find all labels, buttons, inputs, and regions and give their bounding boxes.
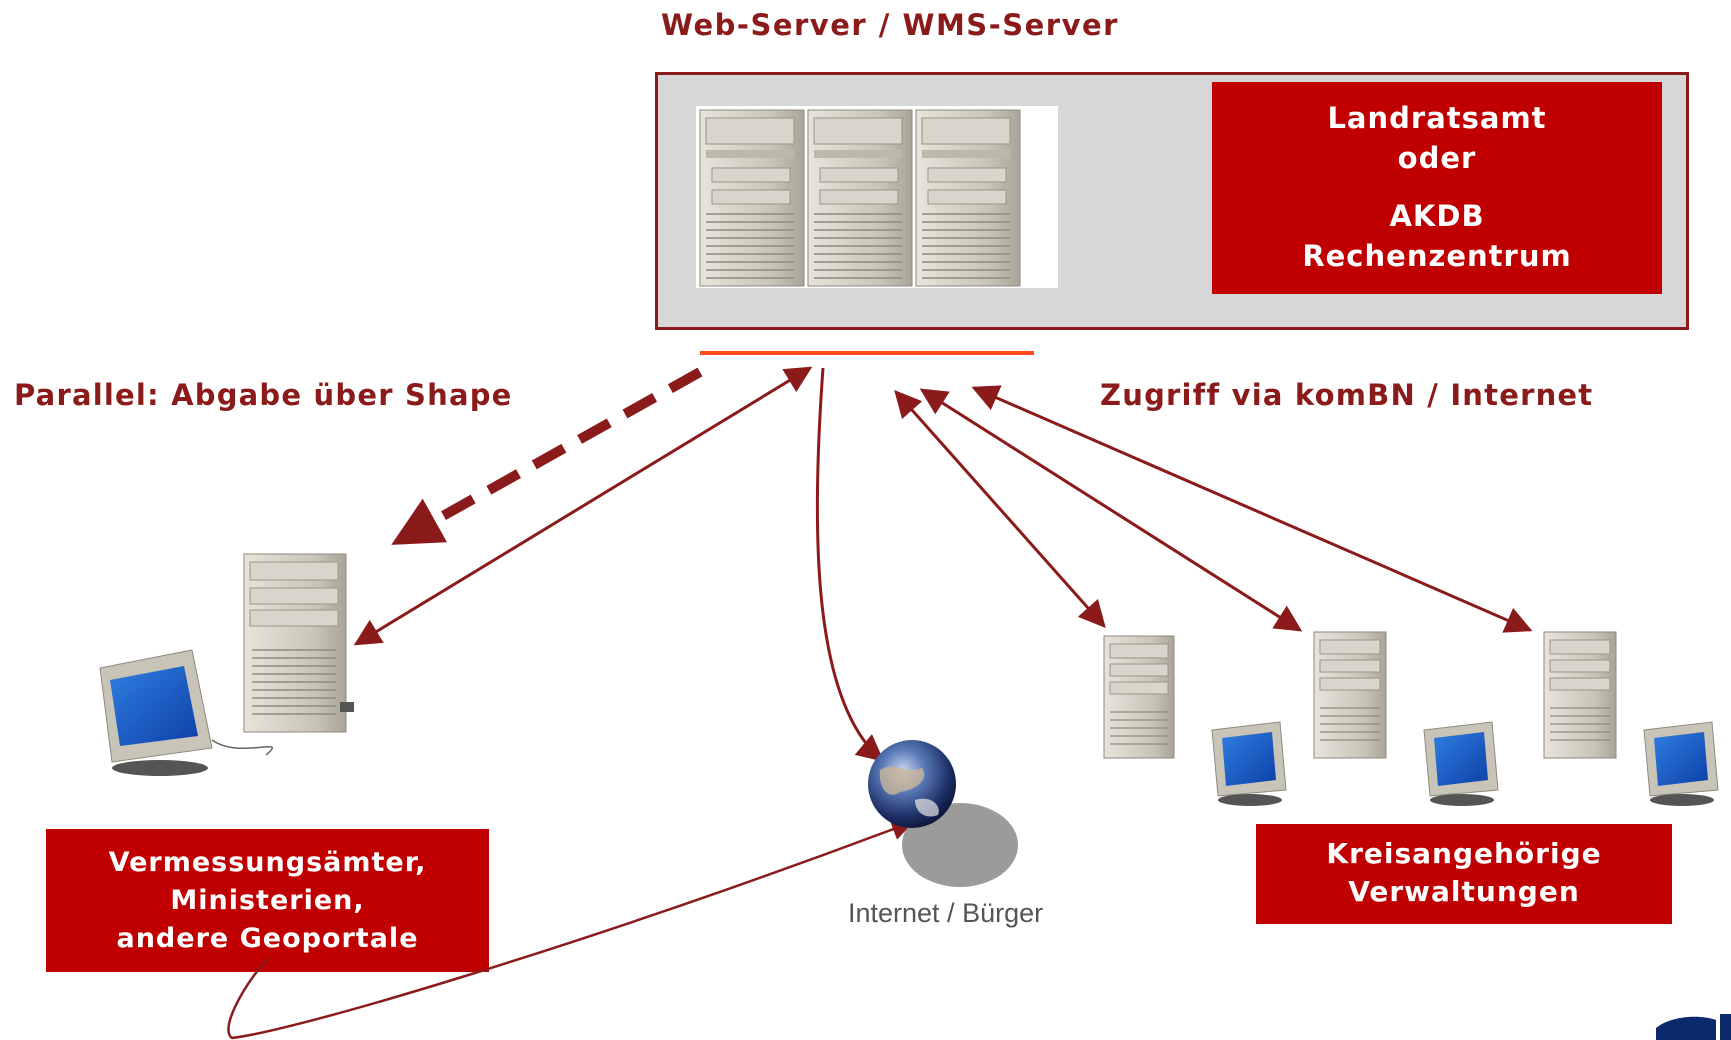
right-access-arrow-1 bbox=[894, 389, 1106, 629]
server-tower-2-icon bbox=[807, 109, 913, 287]
kreis-box: Kreisangehörige Verwaltungen bbox=[1256, 824, 1672, 924]
server-tower-1-icon bbox=[699, 109, 805, 287]
landratsamt-line-4: Rechenzentrum bbox=[1302, 239, 1572, 273]
left-access-arrow bbox=[353, 366, 813, 646]
akdb-logo-icon bbox=[1656, 1014, 1731, 1040]
kreis-line-1: Kreisangehörige bbox=[1326, 837, 1602, 870]
geoportal-internet-arrow bbox=[227, 818, 915, 1040]
right-access-arrow-3 bbox=[971, 385, 1533, 633]
diagram-title: Web-Server / WMS-Server bbox=[661, 8, 1119, 42]
right-workstation-1-icon bbox=[1103, 635, 1287, 806]
vermessung-line-2: Ministerien, bbox=[170, 885, 365, 916]
vermessung-line-1: Vermessungsämter, bbox=[108, 847, 427, 878]
vermessung-line-3: andere Geoportale bbox=[116, 923, 419, 954]
internet-arrow bbox=[815, 367, 885, 762]
right-workstation-2-icon bbox=[1313, 631, 1499, 806]
right-access-arrow-2 bbox=[919, 388, 1303, 632]
landratsamt-line-2: oder bbox=[1397, 141, 1477, 175]
shape-export-arrow bbox=[391, 367, 703, 545]
right-workstation-3-icon bbox=[1543, 631, 1719, 806]
left-workstation-icon bbox=[99, 553, 354, 776]
landratsamt-line-3: AKDB bbox=[1389, 199, 1485, 233]
server-tower-3-icon bbox=[915, 109, 1021, 287]
vermessung-box: Vermessungsämter, Ministerien, andere Ge… bbox=[46, 829, 489, 972]
landratsamt-box: Landratsamt oder AKDB Rechenzentrum bbox=[1212, 82, 1662, 294]
internet-label: Internet / Bürger bbox=[848, 898, 1044, 928]
landratsamt-line-1: Landratsamt bbox=[1327, 101, 1547, 135]
kreis-line-2: Verwaltungen bbox=[1348, 875, 1580, 908]
server-rack-icon bbox=[696, 106, 1058, 288]
globe-icon bbox=[868, 740, 1018, 887]
